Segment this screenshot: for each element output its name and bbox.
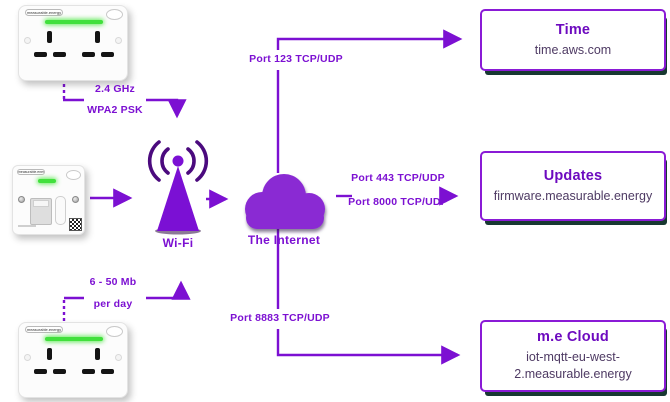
endpoint-title: Time [555,21,591,38]
pin-slot [34,52,47,57]
earth-pin-slot [95,348,100,360]
wifi-node-label: Wi-Fi [162,236,194,250]
socket-button [106,9,123,20]
socket-indicator [24,37,31,44]
pin-slot [53,52,66,57]
wifi-freq-label: 2.4 GHz [95,83,135,95]
screw [18,196,25,203]
serial-text [18,225,36,227]
earth-pin-slot [95,31,100,43]
device-button [66,170,81,180]
endpoint-host: iot-mqtt-eu-west-2.measurable.energy [514,350,632,381]
screw [72,196,79,203]
qr-code [69,218,82,231]
pin-slot [53,369,66,374]
endpoint-box-updates: Updates firmware.measurable.energy [480,151,666,221]
connector-to-mecloud [276,329,461,365]
connector-socketA-to-wifi [146,98,187,119]
data-usage-label-2: per day [93,298,133,310]
endpoint-host: firmware.measurable.energy [493,188,653,203]
socket-indicator [24,354,31,361]
socket-indicator [115,354,122,361]
port-ntp-label: Port 123 TCP/UDP [249,53,343,65]
brand-label: measurable.energy [25,9,63,16]
connector-socketC-to-wifi [146,280,191,300]
pin-slot [34,369,47,374]
fuse-module-cap [33,200,49,207]
endpoint-box-time: Time time.aws.com [480,9,666,71]
brand-label: measurable.energy [17,169,45,175]
brand-label: measurable.energy [25,326,63,333]
wifi-antenna-icon [147,140,209,235]
endpoint-title: Updates [543,167,603,184]
internet-node-label: The Internet [247,233,321,247]
fused-spur-device: measurable.energy [12,165,85,235]
pin-slot [101,369,114,374]
smart-socket-bottom: measurable.energy [18,322,128,398]
endpoint-title: m.e Cloud [537,329,609,346]
port-https-label: Port 443 TCP/UDP [351,172,445,184]
status-led [45,337,103,341]
data-usage-label: 6 - 50 Mb [89,276,137,288]
port-mqtt-label: Port 8883 TCP/UDP [230,312,330,324]
rocker-switch [55,196,66,225]
internet-cloud-icon [245,174,325,229]
pin-slot [82,52,95,57]
status-led [38,179,56,183]
status-led [45,20,103,24]
endpoint-host: time.aws.com [534,42,612,57]
smart-socket-top: measurable.energy [18,5,128,81]
socket-indicator [115,37,122,44]
connector-to-time [276,29,463,50]
socket-button [106,326,123,337]
port-8000-label: Port 8000 TCP/UDP [348,196,448,208]
earth-pin-slot [47,31,52,43]
pin-slot [82,369,95,374]
endpoint-box-mecloud: m.e Cloud iot-mqtt-eu-west-2.measurable.… [480,320,666,392]
wifi-security-label: WPA2 PSK [87,104,143,116]
earth-pin-slot [47,348,52,360]
pin-slot [101,52,114,57]
